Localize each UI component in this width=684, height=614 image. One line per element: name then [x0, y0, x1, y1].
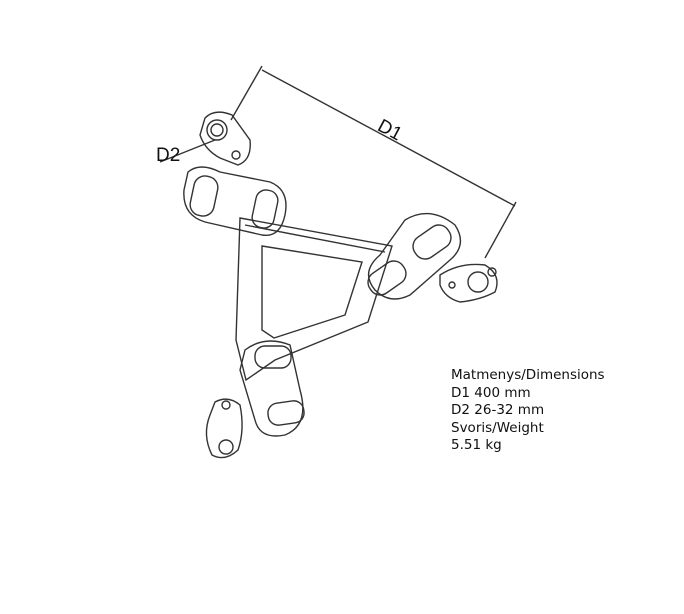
specifications: Matmenys/Dimensions D1 400 mm D2 26-32 m…: [451, 367, 605, 455]
spec-d1: D1 400 mm: [451, 384, 531, 401]
d1-label: D1: [374, 115, 405, 145]
spec-d2: D2 26-32 mm: [451, 402, 545, 418]
link-top-left: [183, 166, 287, 237]
clamp-top-left: [199, 111, 251, 166]
d2-label: D2: [156, 145, 180, 166]
clamp-bottom: [205, 398, 243, 459]
triangle-frame: [235, 217, 393, 382]
d1-dimension: D1: [230, 65, 517, 259]
specs-heading: Matmenys/Dimensions: [451, 367, 605, 383]
link-right: [367, 212, 462, 300]
weight-heading: Svoris/Weight: [451, 419, 544, 436]
d2-dimension: D2: [156, 139, 216, 166]
spec-weight: 5.51 kg: [451, 437, 502, 453]
clamp-right: [439, 263, 498, 303]
link-bottom: [239, 340, 305, 437]
